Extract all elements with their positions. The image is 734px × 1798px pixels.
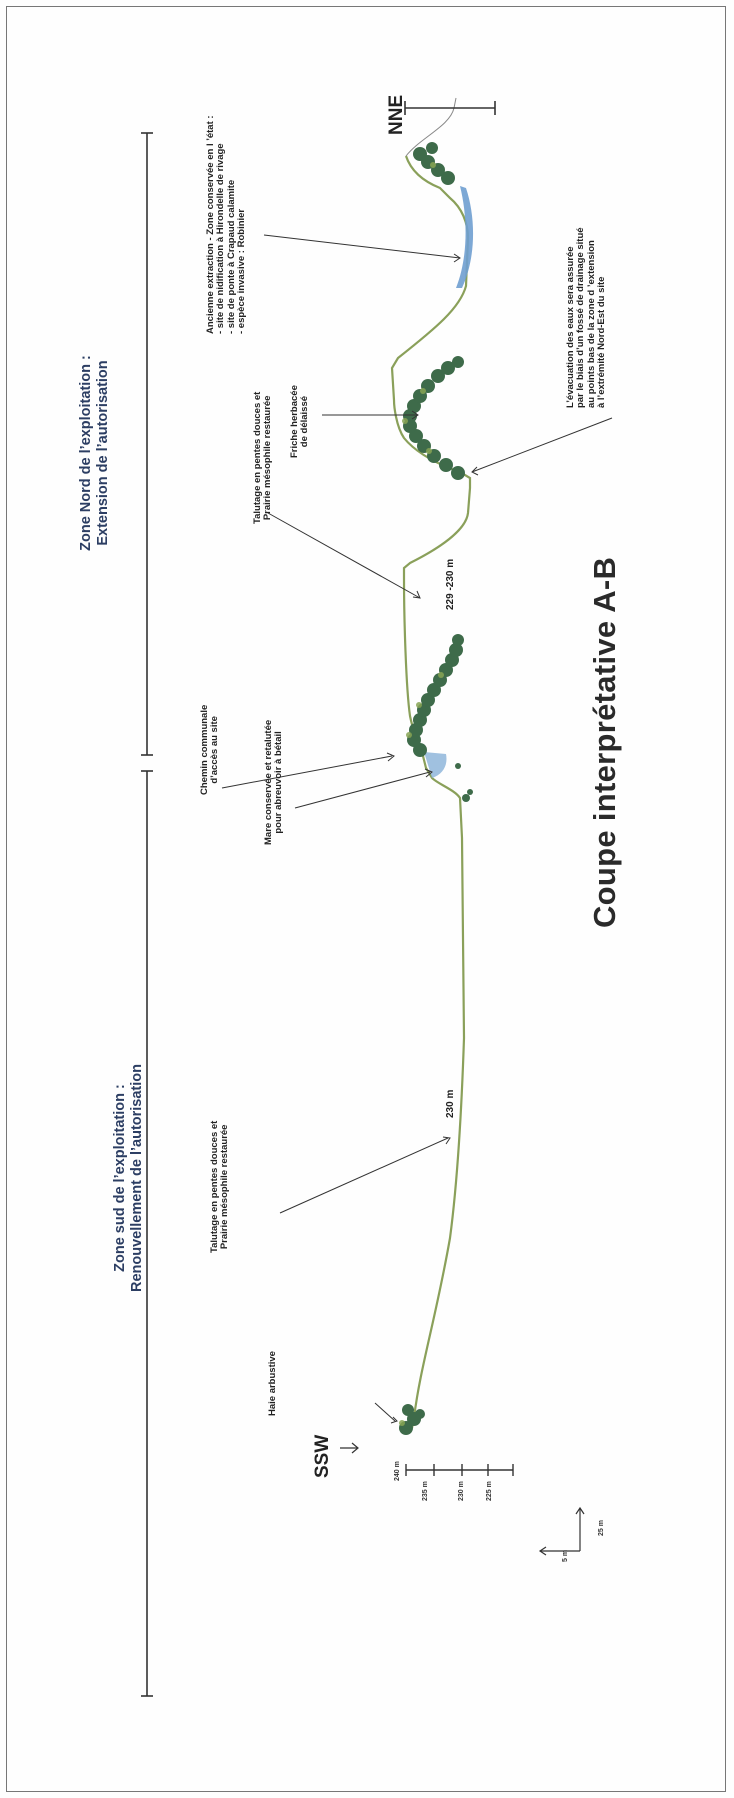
elevation-label-240: 240 m (394, 1461, 401, 1481)
annotation-chemin: Chemin communale d’accès au site (199, 704, 221, 795)
friche-trees (403, 356, 465, 480)
annotation-talutage-south: Talutage en pentes douces et Prairie més… (209, 1120, 231, 1253)
elevation-label-225: 225 m (486, 1481, 493, 1501)
mare-pond (424, 752, 447, 778)
south-zone-heading: Zone sud de l’exploitation : Renouvellem… (112, 1064, 146, 1293)
direction-nne: NNE (386, 94, 407, 135)
annotation-talutage-north: Talutage en pentes douces et Prairie més… (252, 391, 274, 524)
annotation-evacuation: L’évacuation des eaux sera assurée par l… (565, 227, 607, 408)
elevation-ruler (405, 1464, 514, 1476)
diagram-title: Coupe interprétative A-B (587, 556, 622, 928)
ssw-arrow (340, 1442, 359, 1454)
annotation-friche: Friche herbacée de délaissé (289, 385, 311, 458)
ancienne-extraction-water (456, 186, 474, 288)
page-frame (6, 6, 726, 1792)
chemin-embankment-trees (407, 634, 464, 757)
zone-brackets (141, 132, 153, 1697)
annotation-arrows (221, 234, 613, 1424)
haie-arbustive-trees (399, 1404, 425, 1435)
elevation-label-235: 235 m (422, 1481, 429, 1501)
nne-marker (404, 101, 496, 115)
scale-bar (538, 1506, 585, 1556)
elevation-label-230: 230 m (458, 1481, 465, 1501)
north-zone-heading: Zone Nord de l’exploitation : Extension … (78, 355, 112, 551)
scale-horizontal-label: 25 m (598, 1520, 605, 1536)
scale-vertical-label: 5 m (562, 1549, 569, 1562)
level-label-north: 229 -230 m (445, 558, 456, 610)
annotation-ancienne-extraction: Ancienne extraction - Zone conservée en … (205, 115, 247, 334)
level-label-south: 230 m (445, 1089, 456, 1118)
mare-bushes (455, 763, 473, 802)
annotation-mare: Mare conservée et retalutée pour abreuvo… (263, 719, 285, 845)
terrain-profile (390, 155, 472, 1429)
annotation-haie: Haie arbustive (267, 1351, 278, 1416)
vegetation (399, 142, 473, 1435)
direction-ssw: SSW (312, 1434, 333, 1478)
